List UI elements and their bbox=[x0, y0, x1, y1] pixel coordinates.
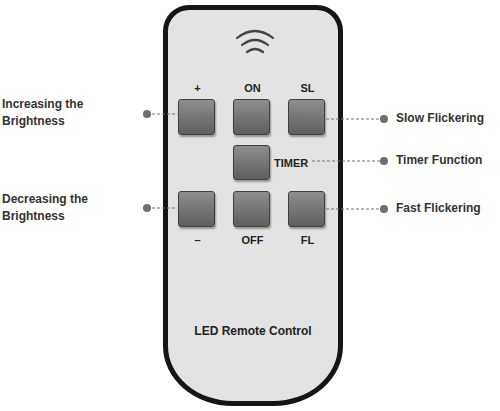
leader-dot bbox=[143, 110, 151, 118]
remote-button: SL bbox=[288, 99, 325, 135]
button-label: TIMER bbox=[274, 157, 308, 169]
remote-button: – bbox=[178, 191, 215, 227]
leader-dot bbox=[143, 204, 151, 212]
signal-arc bbox=[247, 49, 263, 52]
leader-dot bbox=[380, 115, 388, 123]
signal-symbol bbox=[237, 31, 273, 52]
button-label: FL bbox=[269, 234, 346, 246]
remote-button: OFF bbox=[233, 191, 270, 227]
callout-label: Timer Function bbox=[396, 152, 500, 169]
remote-button: TIMER bbox=[233, 145, 270, 180]
leader-line bbox=[312, 161, 383, 162]
signal-arc bbox=[242, 40, 268, 45]
leader-line bbox=[147, 208, 196, 209]
remote-button: ON bbox=[233, 99, 270, 135]
callout-label: Increasing the Brightness bbox=[2, 96, 112, 130]
button-label: + bbox=[159, 82, 236, 94]
leader-dot bbox=[380, 205, 388, 213]
callout-label: Fast Flickering bbox=[396, 200, 500, 217]
leader-line bbox=[306, 209, 383, 210]
signal-arc bbox=[237, 31, 273, 38]
remote-button: FL bbox=[288, 191, 325, 227]
button-label: OFF bbox=[214, 234, 291, 246]
button-label: SL bbox=[269, 82, 346, 94]
remote-body: LED Remote Control+ONSLTIMER–OFFFL bbox=[163, 5, 343, 406]
button-label: ON bbox=[214, 82, 291, 94]
callout-label: Slow Flickering bbox=[396, 110, 500, 127]
leader-line bbox=[306, 119, 383, 120]
remote-button: + bbox=[178, 99, 215, 135]
remote-title: LED Remote Control bbox=[168, 324, 338, 338]
leader-dot bbox=[380, 157, 388, 165]
callout-label: Decreasing the Brightness bbox=[2, 191, 112, 225]
button-label: – bbox=[159, 234, 236, 246]
leader-line bbox=[147, 114, 196, 115]
